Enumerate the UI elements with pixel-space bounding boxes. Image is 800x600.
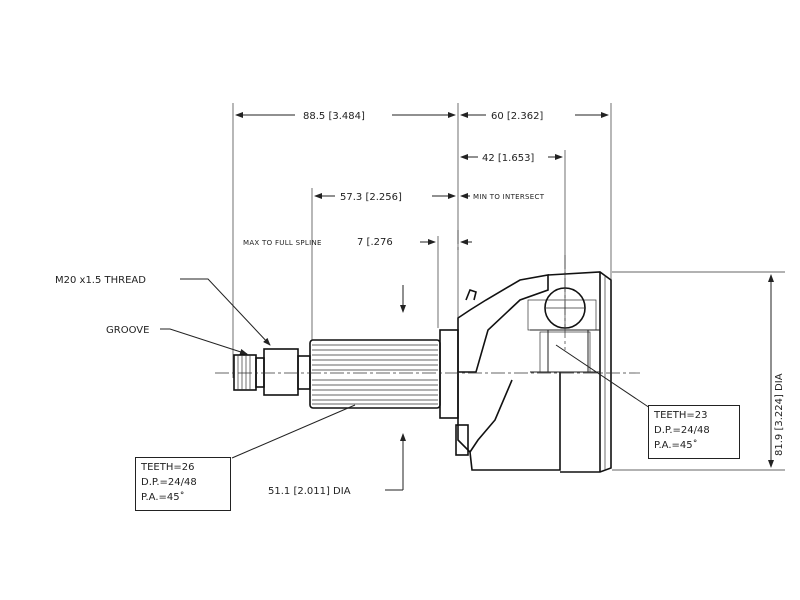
groove-callout: GROOVE bbox=[106, 325, 248, 355]
dimension-seal-diameter: 51.1 [2.011] DIA bbox=[268, 285, 406, 497]
dimension-ball-center: 42 [1.653] bbox=[460, 153, 563, 164]
thread-callout: M20 x1.5 THREAD bbox=[55, 275, 271, 346]
centerlines bbox=[215, 230, 640, 374]
dimension-overall-length: 88.5 [3.484] bbox=[235, 111, 456, 122]
inner-pa: P.A.=45˚ bbox=[654, 440, 698, 451]
dimension-outer-diameter: 81.9 [3.224] DIA bbox=[768, 274, 785, 468]
groove-label: GROOVE bbox=[106, 325, 149, 336]
inner-teeth: TEETH=23 bbox=[654, 410, 708, 421]
outer-pa: P.A.=45˚ bbox=[141, 492, 185, 503]
dimension-bell-length: 60 [2.362] bbox=[460, 111, 609, 122]
max-to-full-spline-value: 7 [.276 bbox=[357, 237, 393, 248]
ball-center-label: 42 [1.653] bbox=[482, 153, 534, 164]
bell-length-label: 60 [2.362] bbox=[491, 111, 543, 122]
extension-lines bbox=[232, 103, 785, 471]
outer-bell-housing bbox=[455, 271, 612, 473]
inner-spline-leader bbox=[555, 344, 651, 409]
outer-spline-leader bbox=[231, 404, 356, 459]
thread-label: M20 x1.5 THREAD bbox=[55, 275, 146, 286]
outer-dp: D.P.=24/48 bbox=[141, 477, 197, 488]
inner-spline-spec-box: TEETH=23 D.P.=24/48 P.A.=45˚ bbox=[648, 405, 740, 459]
spline-length-label: 57.3 [2.256] bbox=[340, 192, 402, 203]
ball-cage bbox=[527, 287, 600, 373]
outer-diameter-label: 81.9 [3.224] DIA bbox=[774, 373, 785, 456]
max-to-full-spline-label: MAX TO FULL SPLINE bbox=[243, 239, 322, 247]
overall-length-label: 88.5 [3.484] bbox=[303, 111, 365, 122]
dimension-full-spline: MAX TO FULL SPLINE 7 [.276 bbox=[243, 237, 472, 248]
dimension-spline-length: 57.3 [2.256] MIN TO INTERSECT bbox=[314, 192, 545, 203]
outer-spline-spec-box: TEETH=26 D.P.=24/48 P.A.=45˚ bbox=[135, 457, 231, 511]
min-to-intersect-label: MIN TO INTERSECT bbox=[473, 193, 545, 201]
spline-teeth bbox=[312, 344, 438, 405]
inner-dp: D.P.=24/48 bbox=[654, 425, 710, 436]
outer-teeth: TEETH=26 bbox=[141, 462, 195, 473]
stub-shaft bbox=[233, 329, 459, 419]
seal-diameter-label: 51.1 [2.011] DIA bbox=[268, 486, 351, 497]
